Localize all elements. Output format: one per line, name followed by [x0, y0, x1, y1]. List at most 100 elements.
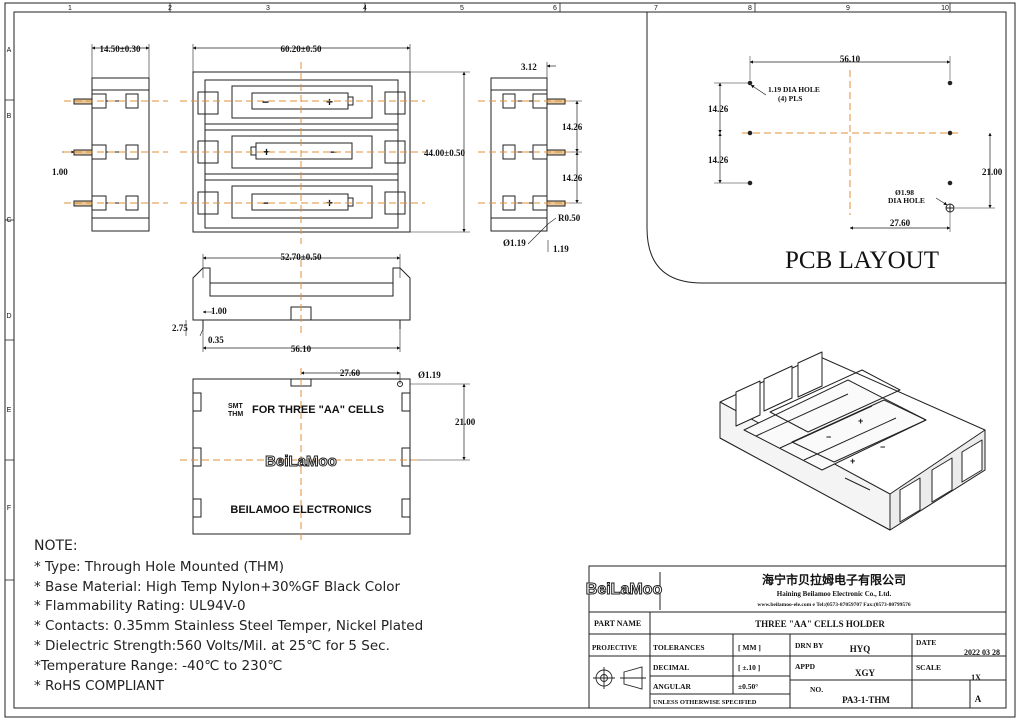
dim-right-top: 3.12	[521, 62, 537, 72]
note-item: * RoHS COMPLIANT	[34, 678, 165, 694]
decimal-value: [ ±.10 ]	[738, 663, 760, 672]
col-number: 2	[168, 5, 172, 12]
company-contact: www.beilamoo-ele.com e Tel:(0573-8705970…	[757, 601, 910, 608]
notes-heading: NOTE:	[34, 538, 78, 554]
pcb-dia-label-2: DIA HOLE	[888, 196, 925, 205]
dim-bottom-height: 21.00	[455, 417, 476, 427]
iso-plus-sign: +	[858, 416, 863, 426]
isometric-view	[719, 351, 986, 531]
pcb-dimensions	[714, 56, 995, 232]
top-center-lines	[180, 62, 425, 244]
frame-ticks	[5, 3, 951, 581]
note-item: * Type: Through Hole Mounted (THM)	[34, 559, 284, 575]
bottom-center-lines	[180, 368, 420, 540]
no-value: PA3-1-THM	[842, 695, 890, 705]
label-company: BEILAMOO ELECTRONICS	[230, 504, 371, 516]
iso-plus-sign: +	[850, 456, 855, 466]
dim-right-pitch: 14.26	[562, 173, 583, 183]
col-number: 3	[266, 5, 270, 12]
title-block-logo: BeiLaMoo	[586, 581, 663, 598]
col-number: 4	[363, 5, 367, 12]
projective-label: PROJECTIVE	[592, 644, 637, 652]
dim-front-1: 1.00	[211, 306, 227, 316]
minus-sign: −	[330, 145, 337, 159]
dim-right-pitch: 14.26	[562, 122, 583, 132]
angular-value: ±0.50°	[738, 682, 758, 691]
dim-bottom-half: 27.60	[340, 368, 361, 378]
pcb-dia-label-1: Ø1.98	[895, 188, 914, 197]
pcb-title: PCB LAYOUT	[785, 247, 939, 274]
projection-symbol-icon	[593, 666, 646, 690]
dim-front-3: 0.35	[208, 335, 224, 345]
note-item: *Temperature Range: -40℃ to 230℃	[34, 658, 283, 674]
sheet-border	[4, 2, 1016, 718]
plus-sign: +	[263, 145, 270, 159]
label-smt: SMT	[228, 403, 244, 410]
col-number: 7	[654, 5, 658, 12]
dim-top-height: 44.00±0.50	[424, 148, 465, 158]
company-name-cn: 海宁市贝拉姆电子有限公司	[762, 572, 906, 587]
decimal-label: DECIMAL	[653, 663, 689, 672]
revision-value: A	[975, 694, 982, 704]
angular-label: ANGULAR	[653, 682, 692, 691]
row-letter: C	[6, 217, 11, 224]
date-label: DATE	[916, 638, 936, 647]
plus-sign: +	[326, 95, 333, 109]
drn-value: HYQ	[850, 644, 871, 654]
iso-minus-sign: −	[880, 442, 885, 452]
row-letter: A	[7, 47, 12, 54]
date-value: 2022 03 28	[964, 648, 1000, 657]
dim-top-width: 60.20±0.50	[281, 44, 322, 54]
dim-front-2: 2.75	[172, 323, 188, 333]
row-letter: D	[6, 313, 11, 320]
dim-front-span: 56.10	[291, 344, 312, 354]
pcb-hole-label-2: (4) PLS	[778, 94, 802, 103]
tolerances-label: TOLERANCES	[653, 643, 705, 652]
col-number: 8	[748, 5, 752, 12]
appd-label: APPD	[795, 662, 816, 671]
minus-sign: −	[262, 196, 269, 210]
title-block	[588, 565, 1007, 709]
right-view	[490, 62, 582, 252]
part-name-value: THREE "AA" CELLS HOLDER	[755, 619, 885, 629]
col-number: 5	[460, 5, 464, 12]
company-name-en: Haining Beilamoo Electronic Co., Ltd.	[777, 590, 892, 598]
right-center-lines	[478, 100, 570, 204]
pcb-hole-label-1: 1.19 DIA HOLE	[768, 85, 820, 94]
pcb-half: 27.60	[890, 218, 911, 228]
pcb-height: 21.00	[982, 167, 1003, 177]
side-center-lines	[64, 100, 168, 204]
pcb-pitch: 14.26	[708, 155, 729, 165]
pcb-center-lines	[742, 70, 962, 215]
note-item: * Dielectric Strength:560 Volts/Mil. at …	[34, 638, 390, 654]
col-number: 10	[941, 5, 949, 12]
scale-value: 1X	[971, 673, 981, 682]
pcb-panel	[646, 12, 1006, 284]
row-letter: E	[7, 407, 12, 414]
unit-value: [ MM ]	[738, 643, 761, 652]
dim-bottom-hole: Ø1.19	[418, 370, 441, 380]
scale-label: SCALE	[916, 663, 941, 672]
unless-note: UNLESS OTHERWISE SPECIFIED	[653, 699, 757, 706]
row-letter: F	[7, 505, 11, 512]
dim-front-width: 52.70±0.50	[281, 252, 322, 262]
drn-label: DRN BY	[795, 641, 824, 650]
dim-side-pin: 1.00	[52, 167, 68, 177]
label-thm: THM	[228, 411, 243, 418]
row-letter: B	[7, 113, 12, 120]
note-item: * Base Material: High Temp Nylon+30%GF B…	[34, 579, 401, 595]
col-number: 1	[68, 5, 72, 12]
note-item: * Contacts: 0.35mm Stainless Steel Tempe…	[34, 618, 424, 634]
note-item: * Flammability Rating: UL94V-0	[34, 598, 246, 614]
dim-right-pin-width: 1.19	[553, 244, 569, 254]
bottom-brand-logo: BeiLaMoo	[265, 453, 337, 470]
dim-right-radius: R0.50	[558, 213, 581, 223]
dim-right-pin-dia: Ø1.19	[503, 238, 526, 248]
label-for-cells: FOR THREE "AA" CELLS	[252, 404, 384, 416]
iso-minus-sign: −	[826, 432, 831, 442]
minus-sign: −	[262, 95, 269, 109]
pcb-holes	[747, 80, 955, 213]
pcb-span: 56.10	[840, 54, 861, 64]
col-number: 9	[846, 5, 850, 12]
